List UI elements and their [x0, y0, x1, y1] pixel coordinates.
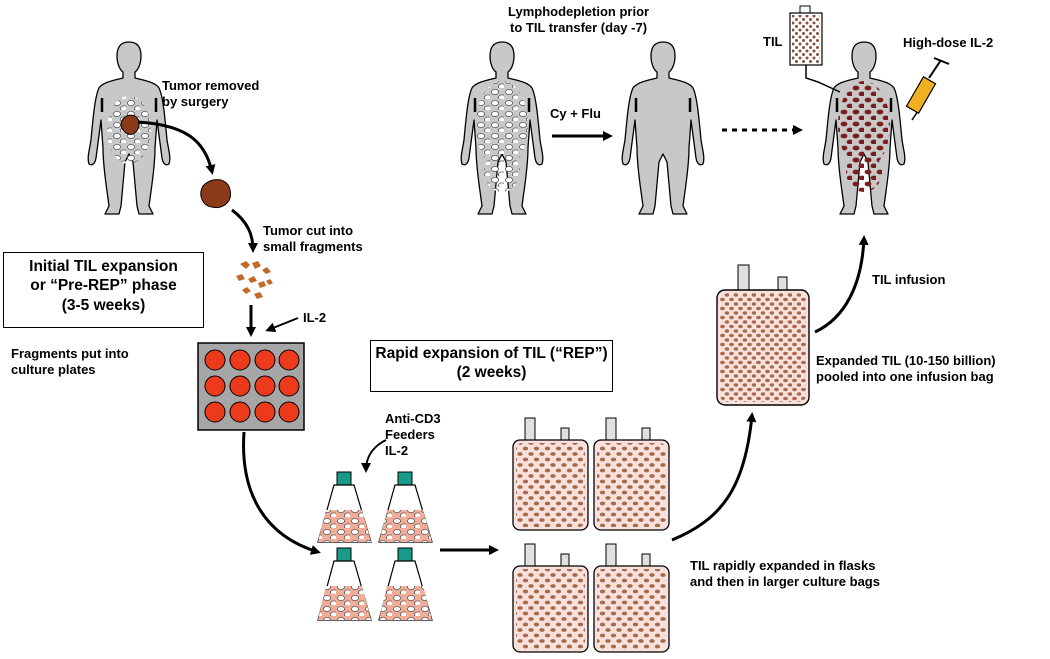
culture-bag-2 — [593, 417, 670, 531]
flask-4 — [378, 547, 433, 621]
tumor-fragments — [236, 261, 273, 299]
pre-rep-phase-box: Initial TIL expansion or “Pre-REP” phase… — [3, 252, 204, 328]
arrow-surgery-to-tumor — [137, 120, 216, 175]
label-til-infusion: TIL infusion — [872, 272, 946, 287]
label-cy-flu: Cy + Flu — [550, 106, 601, 121]
culture-plate — [197, 342, 305, 431]
culture-bag-1 — [512, 417, 589, 531]
arrow-il2-pre — [265, 317, 299, 333]
culture-bag-4 — [593, 543, 670, 653]
flask-2 — [378, 471, 433, 543]
til-iv-bag — [789, 5, 841, 93]
patient-after-lymphodepletion — [620, 40, 706, 216]
infusion-bag — [716, 264, 810, 406]
label-lymphodepletion: Lymphodepletion prior to TIL transfer (d… — [508, 4, 650, 35]
syringe-il2 — [905, 57, 950, 121]
label-til-bag: TIL — [763, 34, 783, 49]
label-rep-additives: Anti-CD3 Feeders IL-2 — [385, 411, 441, 458]
arrow-infusion — [814, 235, 869, 334]
rep-phase-box: Rapid expansion of TIL (“REP”) (2 weeks) — [370, 340, 613, 392]
arrow-bags-to-infusion-bag — [671, 412, 757, 542]
label-fragments: Fragments put into culture plates — [11, 346, 129, 377]
label-tumor-removed: Tumor removed by surgery — [162, 78, 260, 109]
tumor-in-body — [120, 114, 140, 135]
flask-1 — [317, 471, 372, 543]
culture-bags — [512, 417, 670, 653]
patient-infused — [821, 40, 907, 216]
label-tumor-cut: Tumor cut into small fragments — [263, 223, 363, 254]
patient-surgery-figure — [86, 40, 172, 216]
label-il2-pre: IL-2 — [303, 310, 327, 325]
arrow-plate-to-flasks — [242, 431, 321, 555]
label-high-dose-il2: High-dose IL-2 — [903, 35, 994, 50]
culture-flasks — [317, 471, 433, 621]
culture-bag-3 — [512, 543, 589, 653]
removed-tumor — [200, 179, 231, 209]
label-expanded-til: Expanded TIL (10-150 billion) pooled int… — [816, 353, 996, 384]
label-rapid-expanded: TIL rapidly expanded in flasks and then … — [690, 558, 880, 589]
patient-before-lymphodepletion — [459, 40, 545, 216]
arrow-tumor-to-fragments — [231, 208, 258, 253]
flask-3 — [317, 547, 372, 621]
arrow-additives-to-flasks — [361, 439, 387, 473]
